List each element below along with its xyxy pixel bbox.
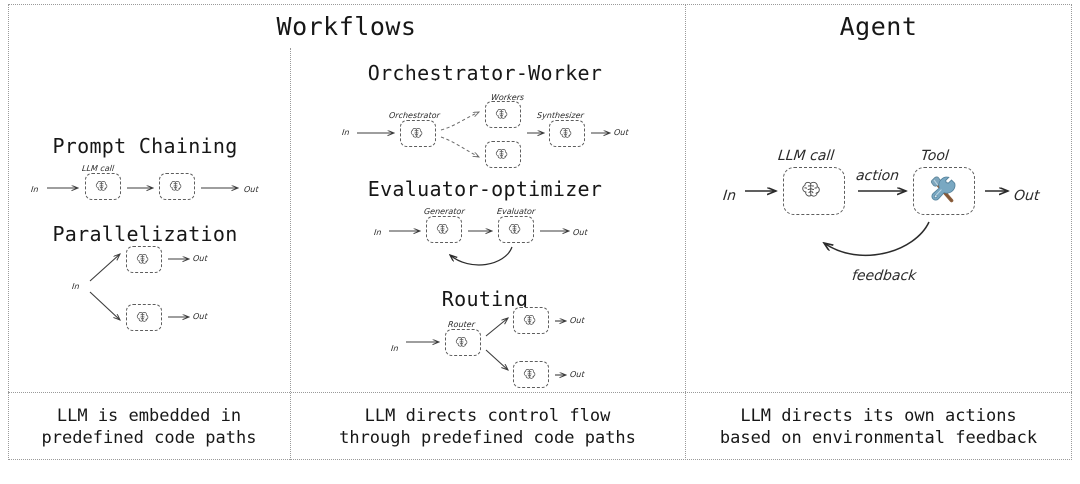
header-agent: Agent (839, 12, 918, 41)
label-in: In (71, 282, 80, 291)
brain-icon (523, 368, 535, 379)
label-feedback: feedback (851, 268, 918, 284)
label-out: Out (1013, 188, 1041, 204)
caption-line: LLM directs control flow (364, 406, 611, 426)
title-parallelization: Parallelization (52, 222, 238, 246)
label-in: In (390, 344, 399, 353)
node-route-target-1 (513, 307, 549, 334)
node-route-target-2 (513, 361, 549, 388)
caption-line: based on environmental feedback (719, 428, 1038, 448)
label-out: Out (192, 312, 208, 321)
brain-icon (495, 108, 507, 119)
title-prompt-chaining: Prompt Chaining (52, 134, 238, 158)
header-workflows: Workflows (276, 12, 417, 41)
node-router (445, 329, 481, 356)
node-synthesizer (549, 120, 585, 147)
brain-icon (95, 180, 107, 191)
brain-icon (802, 181, 820, 197)
node-parallel-branch-1 (126, 246, 162, 273)
node-worker-1 (485, 101, 521, 128)
brain-icon (495, 148, 507, 159)
brain-icon (559, 127, 571, 138)
label-out: Out (572, 228, 588, 237)
brain-icon (508, 223, 520, 234)
caption-agent: LLM directs its own actions based on env… (687, 405, 1070, 449)
caption-line: predefined code paths (41, 428, 257, 448)
brain-icon (410, 127, 422, 138)
label-router: Router (447, 320, 476, 329)
divider-col2-col3 (685, 4, 686, 460)
node-orchestrator (400, 120, 436, 147)
caption-line: LLM is embedded in (56, 406, 242, 426)
node-llm-call-2 (159, 173, 195, 200)
label-llm-call: LLM call (777, 148, 836, 164)
label-tool: Tool (920, 148, 950, 164)
divider-captions (8, 392, 1072, 393)
label-action: action (855, 168, 900, 184)
brain-icon (455, 336, 467, 347)
brain-icon (136, 253, 148, 264)
brain-icon (523, 314, 535, 325)
hammer-wrench-icon (930, 176, 956, 203)
label-orchestrator: Orchestrator (388, 111, 441, 120)
label-llm-call: LLM call (81, 164, 115, 173)
label-synthesizer: Synthesizer (536, 111, 585, 120)
brain-icon (136, 311, 148, 322)
label-out: Out (613, 128, 629, 137)
node-worker-2 (485, 141, 521, 168)
title-routing: Routing (441, 287, 529, 311)
brain-icon (169, 180, 181, 191)
label-in: In (373, 228, 382, 237)
node-llm-call-1 (85, 173, 121, 200)
label-out: Out (569, 316, 585, 325)
label-evaluator: Evaluator (496, 207, 536, 216)
node-agent-tool (913, 167, 975, 215)
caption-line: through predefined code paths (339, 428, 636, 448)
label-in: In (30, 185, 39, 194)
node-parallel-branch-2 (126, 304, 162, 331)
title-orchestrator-worker: Orchestrator-Worker (367, 61, 603, 85)
title-evaluator-optimizer: Evaluator-optimizer (367, 177, 603, 201)
label-in: In (341, 128, 350, 137)
brain-icon (436, 223, 448, 234)
label-out: Out (192, 254, 208, 263)
caption-workflows-left: LLM is embedded in predefined code paths (10, 405, 288, 449)
node-evaluator (498, 216, 534, 243)
label-generator: Generator (423, 207, 466, 216)
divider-col1-col2 (290, 48, 291, 460)
label-out: Out (569, 370, 585, 379)
label-in: In (722, 188, 737, 204)
label-out: Out (243, 185, 259, 194)
node-generator (426, 216, 462, 243)
outer-frame (8, 4, 1072, 460)
node-agent-llm-call (783, 167, 845, 215)
caption-workflows-right: LLM directs control flow through predefi… (292, 405, 683, 449)
caption-line: LLM directs its own actions (740, 406, 1017, 426)
